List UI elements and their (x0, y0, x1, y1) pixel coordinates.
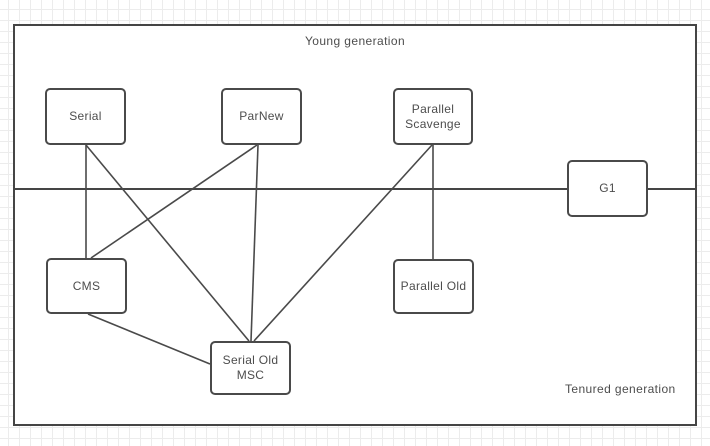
node-parnew[interactable]: ParNew (221, 88, 302, 145)
node-serial-old-msc[interactable]: Serial Old MSC (210, 341, 291, 395)
node-cms[interactable]: CMS (46, 258, 127, 314)
node-label-g1: G1 (599, 181, 616, 195)
node-parallel-scavenge[interactable]: Parallel Scavenge (393, 88, 473, 145)
edge-parnew-to-cms[interactable] (90, 144, 258, 259)
node-label-parnew: ParNew (239, 109, 284, 123)
edge-serial-to-serial-old-msc[interactable] (85, 144, 250, 342)
edge-parnew-to-serial-old-msc[interactable] (250, 144, 259, 342)
node-serial[interactable]: Serial (45, 88, 126, 145)
node-label-parallel-scavenge: Parallel Scavenge (405, 101, 461, 131)
node-label-parallel-old: Parallel Old (400, 279, 467, 293)
tenured-generation-label: Tenured generation (565, 382, 676, 396)
node-label-serial: Serial (69, 109, 102, 123)
node-g1[interactable]: G1 (567, 160, 648, 217)
diagram-outer-boundary (13, 24, 697, 426)
young-generation-label: Young generation (304, 34, 406, 48)
edge-parallel-scavenge-to-serial-old-msc[interactable] (253, 144, 433, 342)
edge-cms-to-serial-old-msc[interactable] (87, 313, 211, 365)
node-label-cms: CMS (72, 278, 101, 293)
node-parallel-old[interactable]: Parallel Old (393, 259, 474, 314)
node-label-serial-old-msc: Serial Old MSC (222, 353, 279, 382)
